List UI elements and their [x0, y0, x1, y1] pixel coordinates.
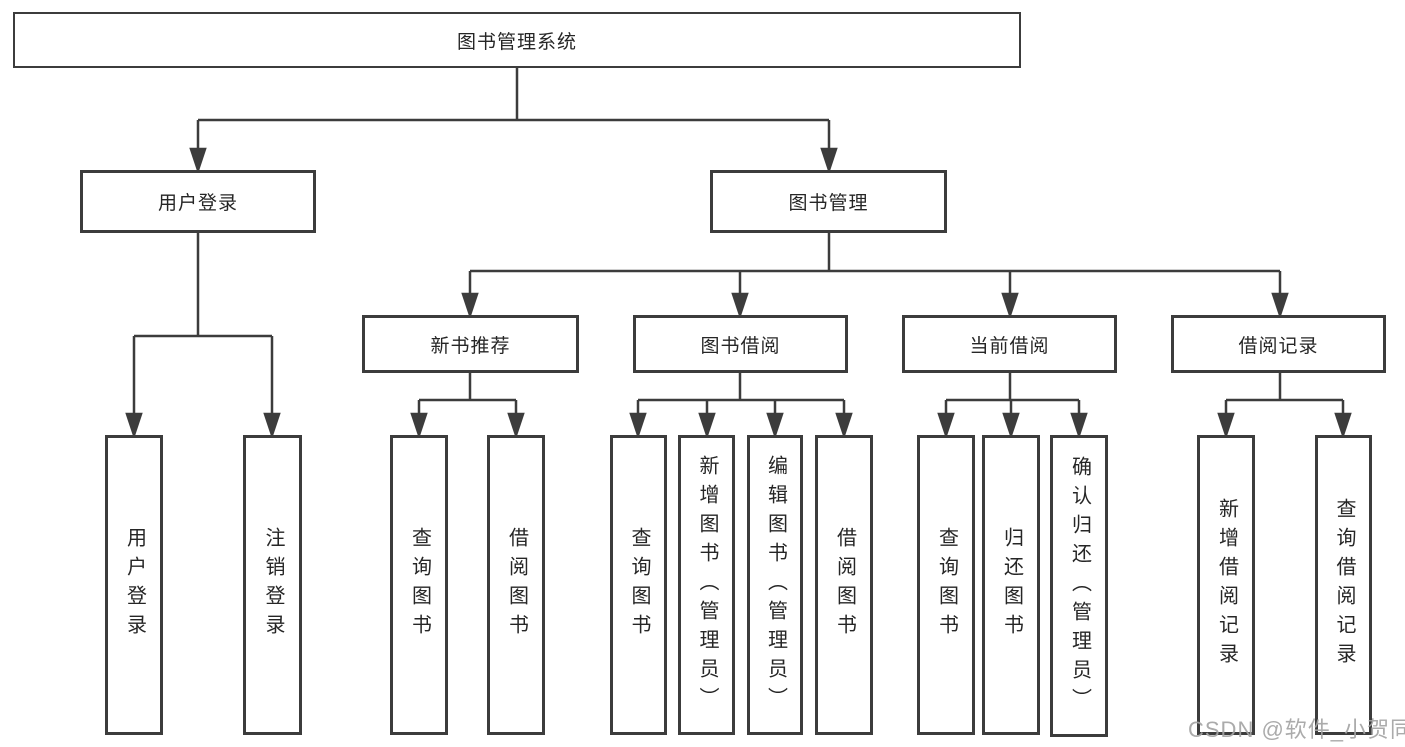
node-leaf-borrow-books-1-label: 借阅图书 — [505, 527, 528, 643]
node-leaf-query-books-3: 查询图书 — [917, 435, 975, 735]
node-leaf-user-login-label: 用户登录 — [123, 527, 146, 643]
node-leaf-edit-book-admin: 编辑图书（管理员） — [747, 435, 803, 735]
node-leaf-confirm-return-admin: 确认归还（管理员） — [1050, 435, 1108, 737]
node-leaf-add-book-admin: 新增图书（管理员） — [678, 435, 735, 735]
node-leaf-borrow-books-2-label: 借阅图书 — [833, 527, 856, 643]
node-new-book-recommend-label: 新书推荐 — [430, 335, 511, 357]
connector-root — [189, 68, 838, 174]
node-leaf-query-borrow-record: 查询借阅记录 — [1315, 435, 1372, 735]
node-book-management: 图书管理 — [710, 170, 947, 233]
node-book-management-label: 图书管理 — [788, 193, 869, 214]
node-leaf-query-books-3-label: 查询图书 — [935, 527, 958, 643]
connector-borrow-records — [1217, 373, 1352, 439]
node-leaf-borrow-books-2: 借阅图书 — [815, 435, 873, 735]
node-user-login-branch-label: 用户登录 — [157, 193, 238, 214]
node-new-book-recommend: 新书推荐 — [362, 315, 579, 373]
node-leaf-edit-book-admin-label: 编辑图书（管理员） — [764, 454, 787, 716]
node-borrow-records-label: 借阅记录 — [1238, 335, 1319, 357]
node-leaf-confirm-return-admin-label: 确认归还（管理员） — [1068, 455, 1091, 717]
node-leaf-return-book-label: 归还图书 — [1000, 527, 1023, 643]
connector-user-login — [125, 233, 281, 439]
watermark: CSDN @软件_小贺同学 — [1188, 717, 1405, 742]
node-book-borrow: 图书借阅 — [633, 315, 848, 373]
node-leaf-query-books-2-label: 查询图书 — [628, 527, 650, 643]
connector-current-borrow — [937, 373, 1088, 439]
connector-book-management — [461, 233, 1289, 319]
node-leaf-add-book-admin-label: 新增图书（管理员） — [696, 454, 718, 716]
node-leaf-query-books-1: 查询图书 — [390, 435, 448, 735]
node-book-borrow-label: 图书借阅 — [700, 335, 781, 357]
node-current-borrow: 当前借阅 — [902, 315, 1117, 373]
connector-new-book-recommend — [410, 373, 525, 439]
connector-book-borrow — [629, 373, 853, 439]
node-leaf-logout-label: 注销登录 — [262, 527, 284, 643]
node-leaf-add-borrow-record-label: 新增借阅记录 — [1215, 498, 1238, 672]
node-leaf-query-borrow-record-label: 查询借阅记录 — [1333, 498, 1355, 672]
node-leaf-add-borrow-record: 新增借阅记录 — [1197, 435, 1255, 735]
node-user-login-branch: 用户登录 — [80, 170, 316, 233]
node-leaf-borrow-books-1: 借阅图书 — [487, 435, 545, 735]
node-current-borrow-label: 当前借阅 — [969, 335, 1050, 357]
node-borrow-records: 借阅记录 — [1171, 315, 1386, 373]
node-library-system: 图书管理系统 — [13, 12, 1021, 68]
node-leaf-logout: 注销登录 — [243, 435, 302, 735]
node-leaf-return-book: 归还图书 — [982, 435, 1040, 735]
node-leaf-query-books-2: 查询图书 — [610, 435, 667, 735]
node-leaf-user-login: 用户登录 — [105, 435, 163, 735]
node-leaf-query-books-1-label: 查询图书 — [408, 527, 431, 643]
node-library-system-label: 图书管理系统 — [456, 31, 577, 53]
